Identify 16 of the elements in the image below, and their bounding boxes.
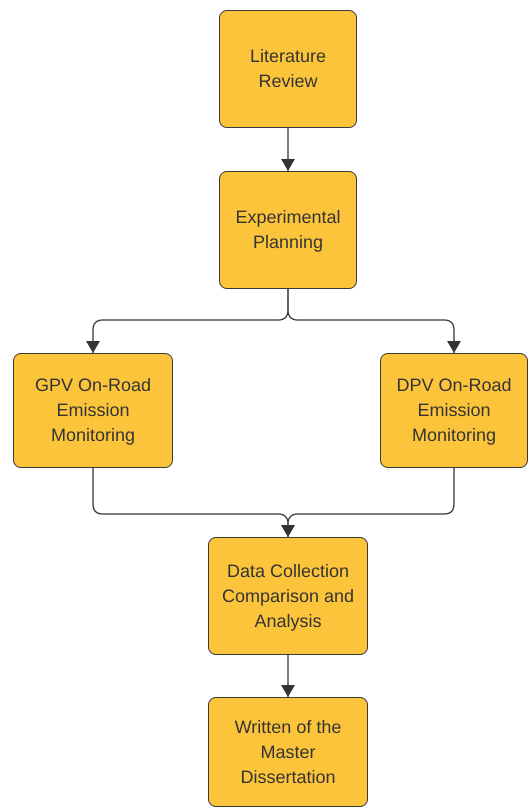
arrow bbox=[281, 128, 295, 171]
box-label: GPV On-Road Emission Monitoring bbox=[34, 374, 152, 447]
box-label: Data Collection Comparison and Analysis bbox=[220, 560, 356, 633]
box-label: Literature Review bbox=[248, 45, 328, 93]
box-label: Experimental Planning bbox=[234, 206, 342, 254]
arrow bbox=[281, 655, 295, 697]
arrow bbox=[287, 289, 461, 353]
box-label: DPV On-Road Emission Monitoring bbox=[395, 374, 513, 447]
box-label: Written of the Master Dissertation bbox=[234, 716, 342, 788]
process-box bbox=[380, 353, 528, 468]
process-box bbox=[13, 353, 173, 468]
arrow bbox=[281, 468, 455, 537]
process-box bbox=[219, 171, 357, 289]
process-box bbox=[208, 697, 368, 807]
process-box bbox=[219, 10, 357, 128]
process-box bbox=[208, 537, 368, 655]
